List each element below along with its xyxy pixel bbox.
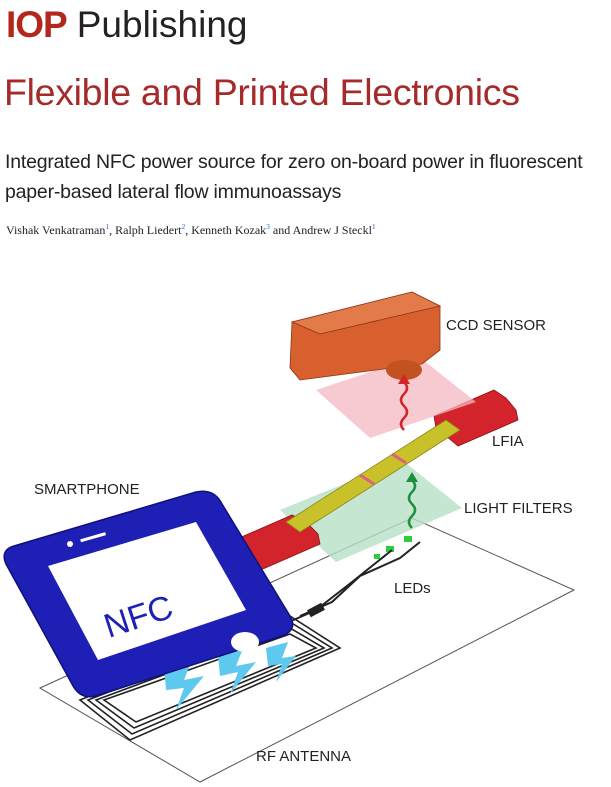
ccd-lens <box>386 360 422 380</box>
led <box>404 536 412 542</box>
ccd-sensor-top <box>290 291 442 335</box>
article-title: Integrated NFC power source for zero on-… <box>5 151 583 203</box>
lightning-bolt-icon <box>218 646 256 694</box>
label-lfia: LFIA <box>492 433 524 450</box>
author-affiliation: 2 <box>181 222 186 231</box>
green-light-filter <box>280 460 462 562</box>
publisher-logo: IOP Publishing <box>6 4 247 52</box>
author-affiliation: 1 <box>105 222 110 231</box>
author-name: Vishak Venkatraman <box>6 223 106 237</box>
author-affiliation: 1 <box>371 222 376 231</box>
phone-home-button <box>231 632 259 652</box>
phone-camera-icon <box>67 541 73 547</box>
phone-screen <box>48 522 246 660</box>
author-name: Ralph Liedert <box>115 223 182 237</box>
author-name: Andrew J Steckl <box>292 223 372 237</box>
author-name: Kenneth Kozak <box>191 223 267 237</box>
label-leds: LEDs <box>394 580 431 597</box>
author-list: Vishak Venkatraman1, Ralph Liedert2, Ken… <box>6 222 376 237</box>
label-ccd-sensor: CCD SENSOR <box>446 317 546 334</box>
lightning-bolt-icon <box>266 642 296 682</box>
lightning-bolt-icon <box>164 660 204 710</box>
device-schematic-figure: NFC CCD SENSOR LFIA SMARTPHONE LIGHT FIL… <box>3 291 576 783</box>
red-emission-arrow <box>398 374 410 384</box>
label-smartphone: SMARTPHONE <box>34 481 140 498</box>
publisher-brand: IOP <box>6 4 68 45</box>
green-excitation-wave <box>407 479 417 529</box>
label-rf-antenna: RF ANTENNA <box>256 748 351 765</box>
lfia-control-line <box>391 452 407 465</box>
led <box>374 554 380 559</box>
led <box>386 546 394 552</box>
phone-speaker <box>80 532 107 543</box>
label-light-filters: LIGHT FILTERS <box>464 500 573 517</box>
red-emission-wave <box>399 381 409 431</box>
author-affiliation: 3 <box>266 222 270 231</box>
publisher-name: Publishing <box>76 4 248 45</box>
pink-light-filter <box>316 356 476 438</box>
green-excitation-arrow <box>406 472 418 482</box>
smartphone: NFC <box>3 490 294 698</box>
lfia-test-line <box>359 473 375 486</box>
journal-title: Flexible and Printed Electronics <box>4 71 520 113</box>
chip-component <box>307 602 325 618</box>
